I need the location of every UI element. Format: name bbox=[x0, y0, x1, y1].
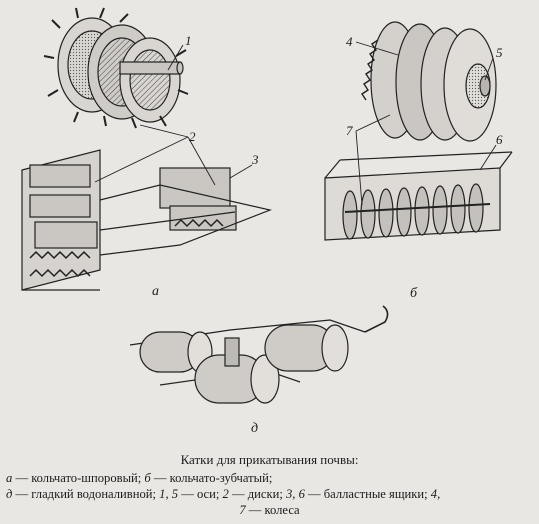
sub-label-b: б bbox=[410, 286, 418, 301]
legend-text-wheels: — колеса bbox=[245, 503, 300, 517]
label-5: 5 bbox=[496, 45, 503, 60]
legend-text-b: — кольчато-зубчатый; bbox=[150, 471, 273, 485]
caption-line-3: 7 — колеса bbox=[0, 502, 539, 518]
caption-line-1: а — кольчато-шпоровый; б — кольчато-зубч… bbox=[0, 470, 539, 486]
legend-letter-d: д bbox=[6, 487, 13, 501]
legend-num-4: 4, bbox=[430, 487, 441, 501]
label-1: 1 bbox=[185, 33, 192, 48]
legend-text-discs: — диски; bbox=[228, 487, 286, 501]
legend-num-7: 7 bbox=[239, 503, 246, 517]
figure-caption: Катки для прикатывания почвы: а — кольча… bbox=[0, 452, 539, 518]
spur-wheel-drawing bbox=[43, 7, 189, 129]
caption-title: Катки для прикатывания почвы: bbox=[180, 452, 359, 467]
label-7: 7 bbox=[346, 123, 353, 138]
legend-text-a: — кольчато-шпоровый; bbox=[12, 471, 145, 485]
toothed-roller-frame-drawing bbox=[324, 151, 513, 241]
roller-illustration: 1 2 3 4 5 6 7 а б д bbox=[21, 7, 513, 436]
label-2: 2 bbox=[189, 129, 196, 144]
legend-letter-b: б bbox=[144, 471, 151, 485]
callout-labels: 1 2 3 4 5 6 7 а б д bbox=[152, 33, 503, 436]
sub-label-d: д bbox=[251, 421, 258, 436]
spur-roller-frame-drawing bbox=[21, 149, 273, 291]
legend-nums-3-6: 3, 6 bbox=[285, 487, 305, 501]
legend-text-d: — гладкий водоналивной; bbox=[12, 487, 160, 501]
caption-line-2: д — гладкий водоналивной; 1, 5 — оси; 2 … bbox=[0, 486, 539, 502]
toothed-wheel-drawing bbox=[361, 21, 497, 142]
smooth-roller-drawing bbox=[129, 305, 389, 404]
sub-label-a: а bbox=[152, 284, 159, 299]
legend-text-ballast: — балластные ящики; bbox=[304, 487, 431, 501]
label-6: 6 bbox=[496, 132, 503, 147]
legend-nums-1-5: 1, 5 bbox=[159, 487, 179, 501]
legend-letter-a: а bbox=[6, 471, 13, 485]
legend-text-axles: — оси; bbox=[178, 487, 223, 501]
legend-num-2: 2 bbox=[222, 487, 229, 501]
label-3: 3 bbox=[251, 152, 259, 167]
leader-lines bbox=[94, 41, 497, 206]
label-4: 4 bbox=[346, 34, 353, 49]
